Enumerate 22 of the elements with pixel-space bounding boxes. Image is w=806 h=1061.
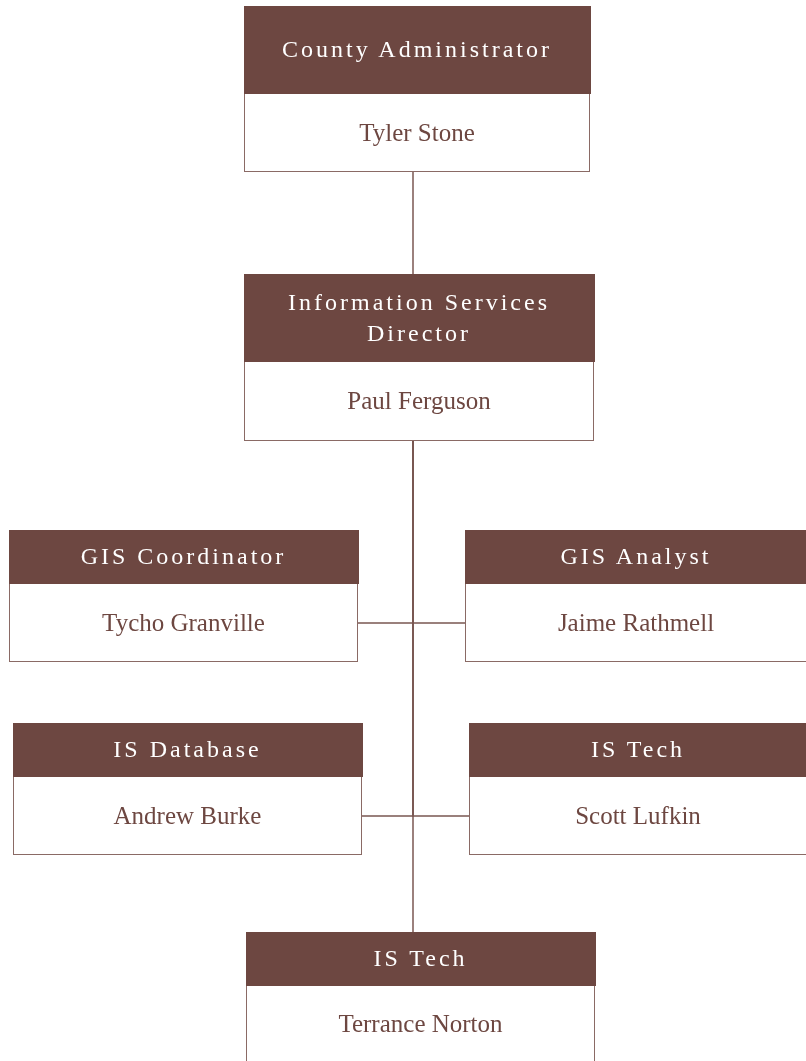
org-box xyxy=(246,932,595,1061)
role-heading: IS Tech xyxy=(468,723,806,777)
org-box xyxy=(9,530,358,662)
role-heading: IS Database xyxy=(12,723,363,777)
role-heading: IS Tech xyxy=(245,932,596,986)
role-heading: Information Services Director xyxy=(243,274,595,362)
connector-line xyxy=(412,171,414,275)
person-name: Paul Ferguson xyxy=(347,387,491,415)
person-name: Terrance Norton xyxy=(338,1009,503,1038)
person-name: Jaime Rathmell xyxy=(557,608,715,637)
role-heading: GIS Analyst xyxy=(464,530,806,584)
person-name: Andrew Burke xyxy=(113,801,262,830)
org-box xyxy=(244,6,590,172)
person-name: Scott Lufkin xyxy=(575,801,701,830)
org-box xyxy=(465,530,806,662)
role-heading: GIS Coordinator xyxy=(8,530,359,584)
role-heading: County Administrator xyxy=(243,6,591,94)
person-name: Tyler Stone xyxy=(359,118,475,147)
org-box xyxy=(13,723,362,855)
org-box xyxy=(244,274,594,441)
person-name: Tycho Granville xyxy=(102,608,265,637)
org-box xyxy=(469,723,806,855)
